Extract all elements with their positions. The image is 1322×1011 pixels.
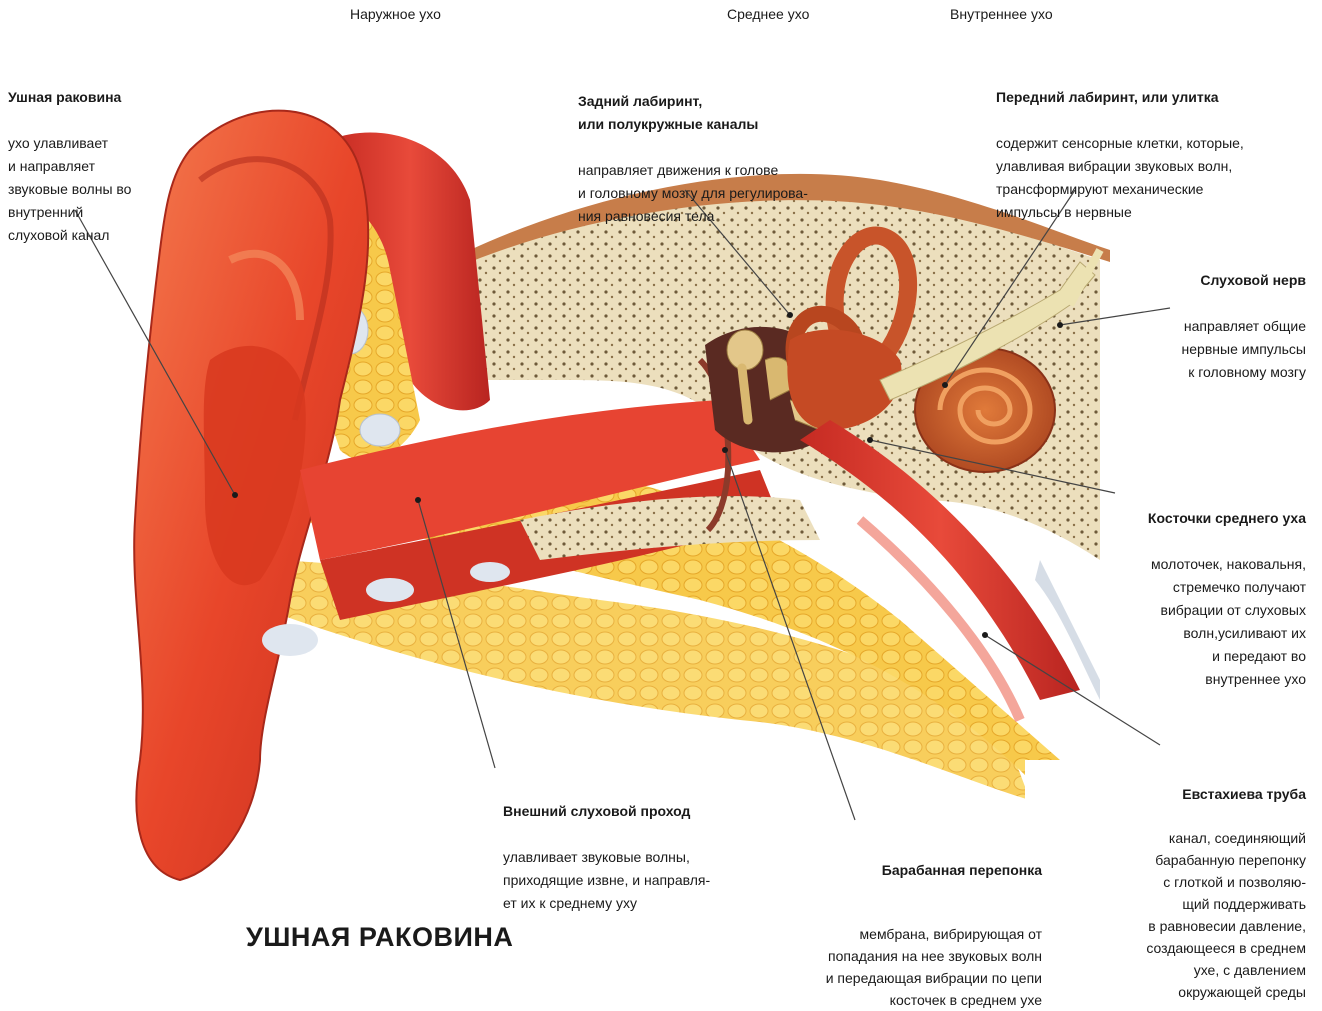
section-outer-ear: Наружное ухо [350,6,441,22]
ear-anatomy-diagram: Наружное ухо Среднее ухо Внутреннее ухо … [0,0,1322,973]
label-auditory-nerve: Слуховой нерв направляет общие нервные и… [1182,246,1306,384]
cartilage-spot [366,578,414,602]
label-posterior-labyrinth: Задний лабиринт, или полукружные каналы … [578,67,808,228]
label-eardrum: Барабанная перепонка мембрана, вибрирующ… [826,837,1042,1011]
section-middle-ear: Среднее ухо [727,6,809,22]
cut-gap [340,730,364,790]
label-posterior-labyrinth-heading: Задний лабиринт, или полукружные каналы [578,90,808,136]
label-auricle: Ушная раковина ухо улавливает и направля… [8,63,131,247]
label-anterior-labyrinth-heading: Передний лабиринт, или улитка [996,86,1244,109]
label-eardrum-heading: Барабанная перепонка [826,859,1042,881]
label-ear-canal-body: улавливает звуковые волны, приходящие из… [503,849,710,911]
malleus-handle [742,368,748,420]
label-ear-canal-heading: Внешний слуховой проход [503,800,710,823]
cut-gap [1025,760,1105,800]
label-anterior-labyrinth: Передний лабиринт, или улитка содержит с… [996,63,1244,224]
cartilage-spot [360,414,400,446]
cartilage-spot [470,562,510,582]
label-anterior-labyrinth-body: содержит сенсорные клетки, которые, улав… [996,135,1244,220]
label-ossicles: Косточки среднего уха молоточек, наковал… [1148,484,1306,691]
label-eustachian-tube-body: канал, соединяющий барабанную перепонку … [1146,830,1306,1000]
diagram-title: УШНАЯ РАКОВИНА [246,922,513,953]
label-auricle-body: ухо улавливает и направляет звуковые вол… [8,135,131,243]
label-posterior-labyrinth-body: направляет движения к голове и головному… [578,162,808,224]
label-ossicles-body: молоточек, наковальня, стремечко получаю… [1151,556,1306,687]
label-eustachian-tube-heading: Евстахиева труба [1146,783,1306,805]
label-auricle-heading: Ушная раковина [8,86,131,109]
label-auditory-nerve-body: направляет общие нервные импульсы к голо… [1182,318,1306,380]
label-ossicles-heading: Косточки среднего уха [1148,507,1306,530]
malleus [727,330,763,370]
cartilage-spot [262,624,318,656]
section-inner-ear: Внутреннее ухо [950,6,1053,22]
label-auditory-nerve-heading: Слуховой нерв [1182,269,1306,292]
label-eardrum-body: мембрана, вибрирующая от попадания на не… [826,926,1042,1008]
label-ear-canal: Внешний слуховой проход улавливает звуко… [503,777,710,915]
label-eustachian-tube: Евстахиева труба канал, соединяющий бара… [1146,761,1306,1003]
